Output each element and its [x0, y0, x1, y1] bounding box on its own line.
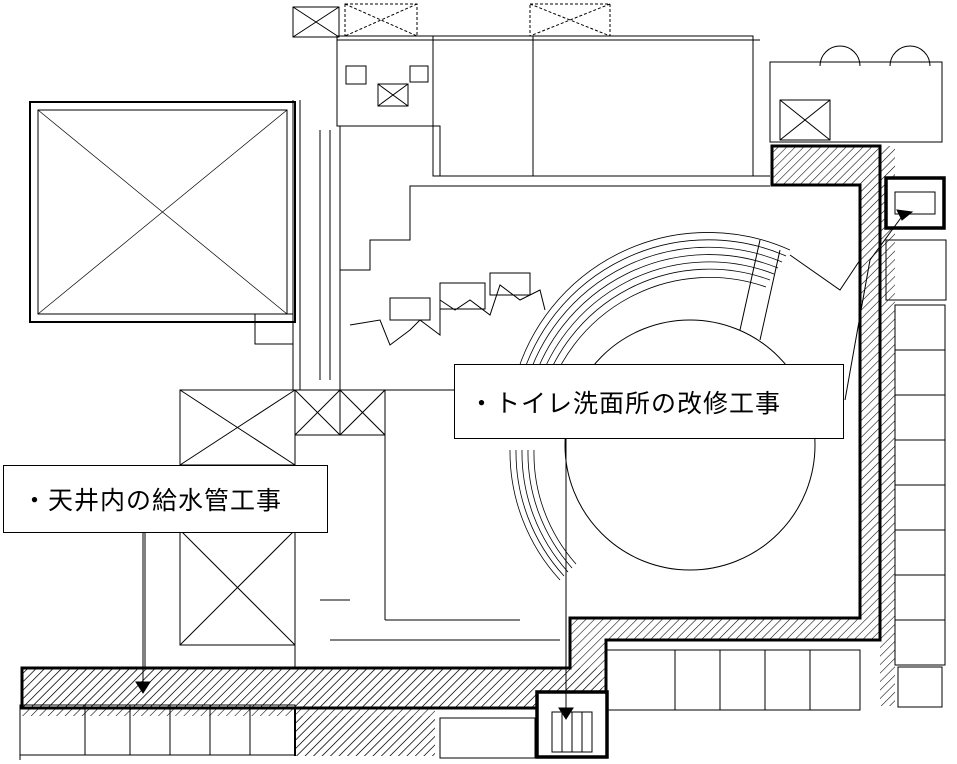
pipe-route-hatched: [20, 144, 895, 756]
bottom-rooms: [19, 649, 861, 760]
leader-lines: [135, 209, 914, 720]
top-rooms: [292, 3, 760, 177]
large-hall: [29, 100, 331, 390]
auditorium-seating: [509, 232, 861, 581]
callout-ceiling-water-pipe: ・天井内の給水管工事: [3, 465, 328, 533]
toilet-arrow-bottom-icon: [558, 707, 574, 720]
stairs: [349, 272, 546, 346]
pipe-arrow-icon: [135, 681, 151, 694]
toilet-areas: [535, 176, 946, 759]
callout-toilet-renovation: ・トイレ洗面所の改修工事: [454, 364, 844, 439]
